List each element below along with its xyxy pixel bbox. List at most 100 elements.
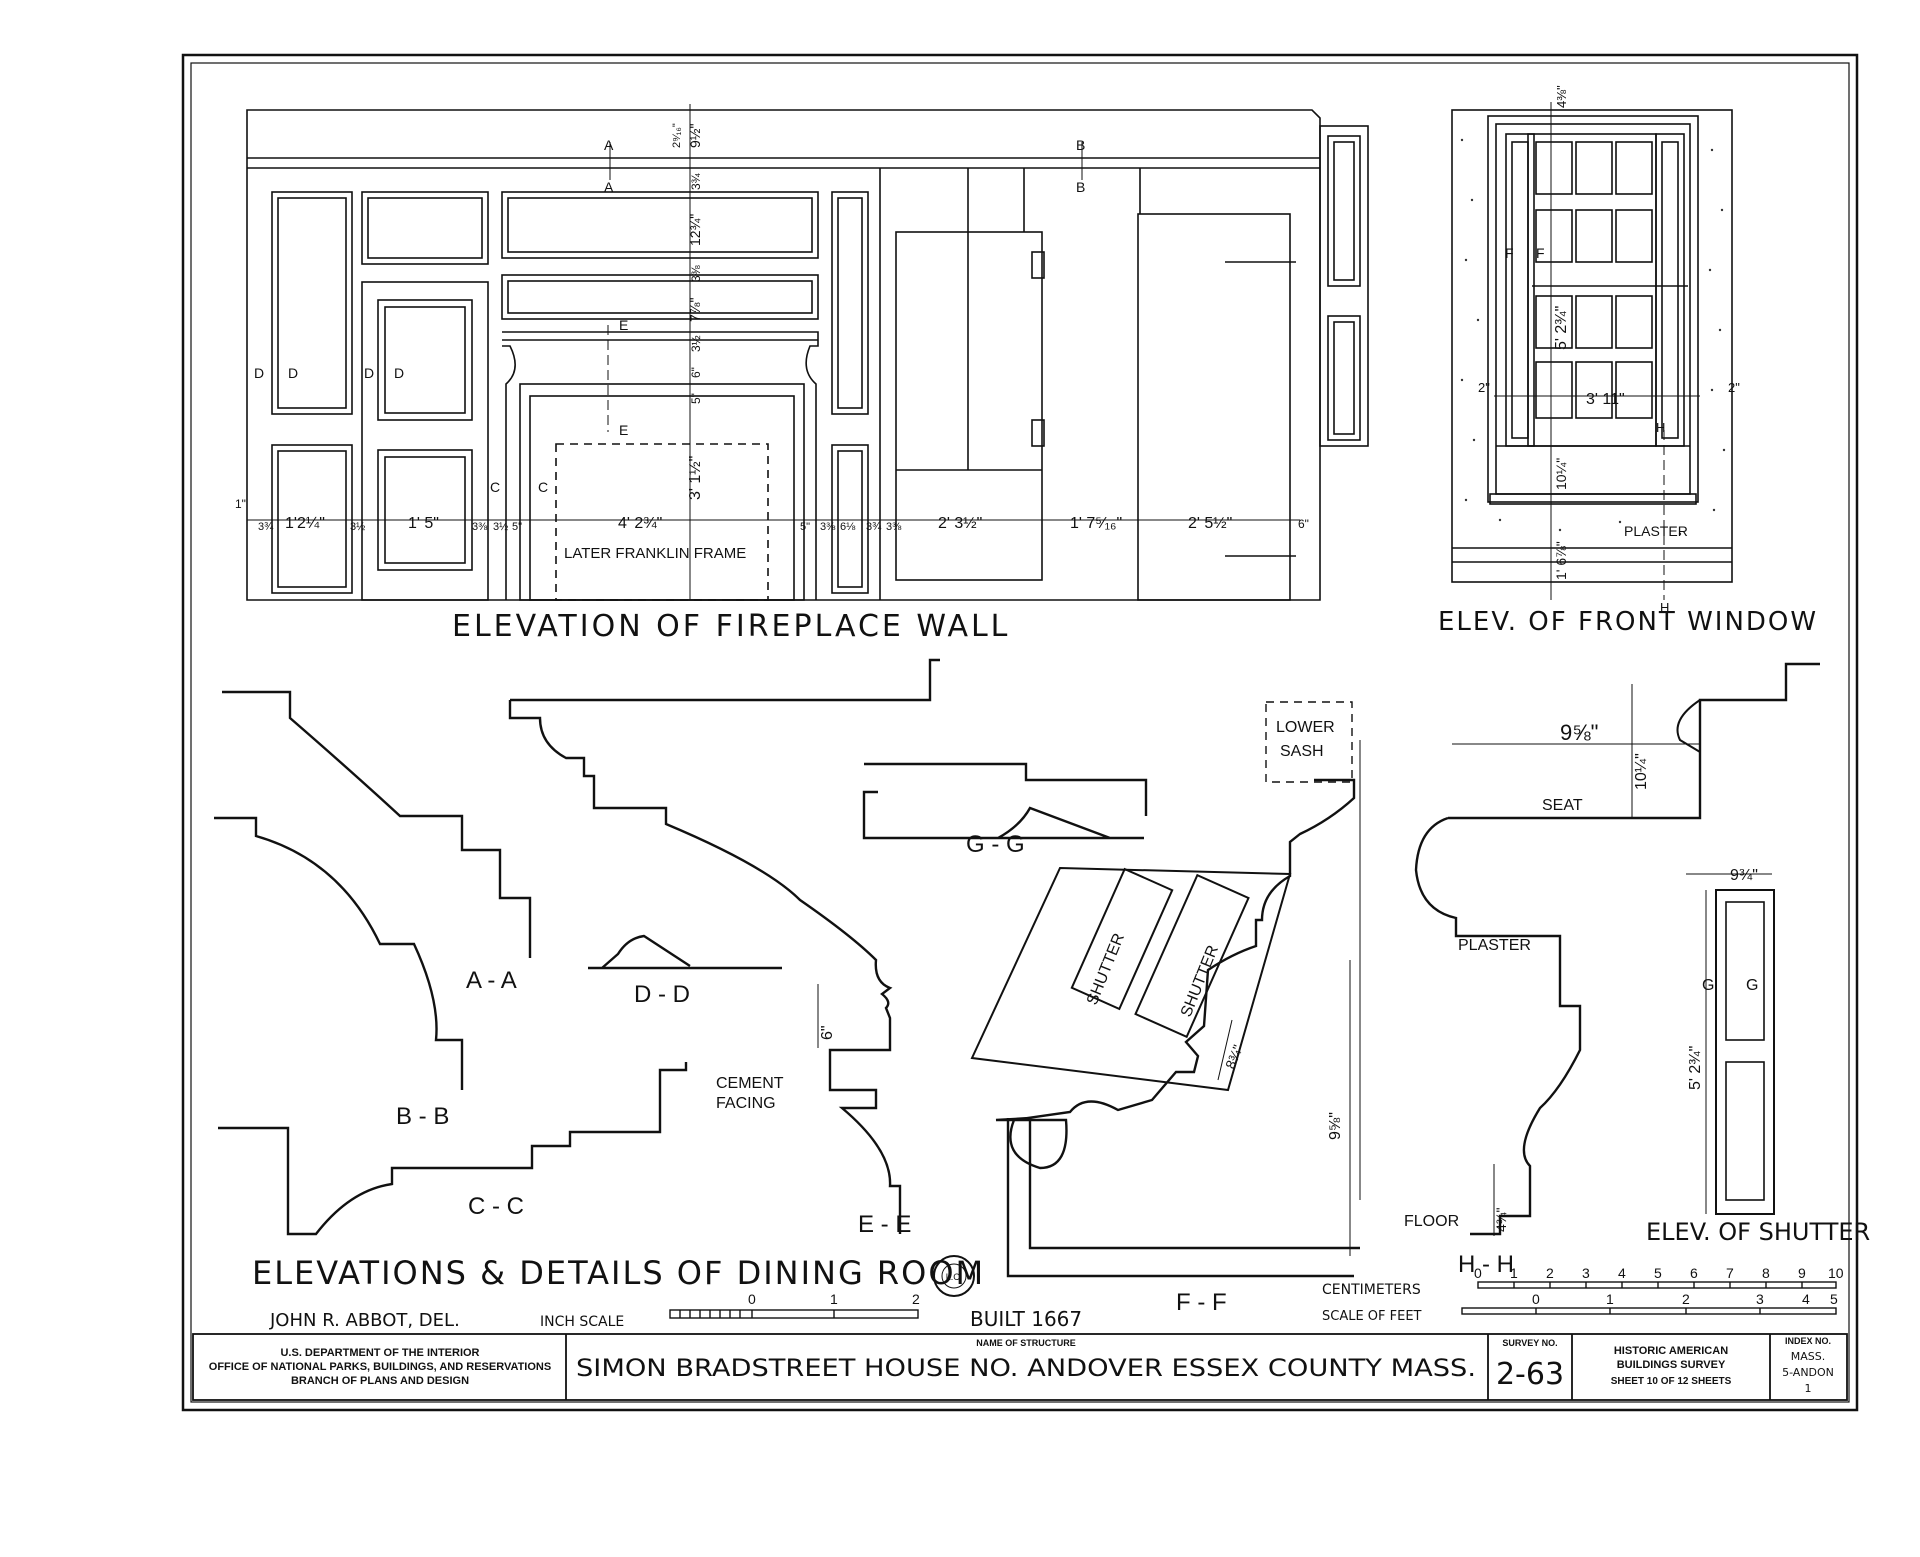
dim-shutter-width: 9¾"	[1730, 867, 1758, 884]
label-cc: C - C	[468, 1193, 524, 1220]
dim-fp-small-1: 1"	[235, 497, 246, 511]
dim-seat-height: 10¼"	[1633, 753, 1650, 790]
ft-0: 0	[1532, 1291, 1540, 1307]
label-hh: H - H	[1458, 1251, 1514, 1278]
cut-g-1: G	[1702, 977, 1714, 994]
dim-fp-small-5: 3½	[493, 521, 508, 533]
dim-floor: 4¾"	[1493, 1208, 1509, 1232]
dim-win-width: 3' 11"	[1586, 391, 1625, 408]
dim-fp-vert-9: 9½"	[687, 124, 703, 148]
dim-seat-width: 9⅝"	[1560, 720, 1598, 745]
dim-shutter-height: 5' 2¾"	[1687, 1046, 1704, 1090]
dim-fp-vert-2: 5"	[689, 393, 703, 404]
cm-3: 3	[1582, 1265, 1590, 1281]
dim-fp-small-8: 3⅜	[820, 521, 836, 533]
fireplace-cut-letters: A A B B D D D D C C E E	[254, 137, 1085, 495]
cut-d-1: D	[254, 365, 264, 381]
dim-fp-vert-1: 3' 1½"	[687, 456, 704, 500]
main-title: ELEVATIONS & DETAILS OF DINING ROOM	[252, 1254, 985, 1292]
lower-sash-line-2: SASH	[1280, 743, 1324, 760]
agency-line-3: BRANCH OF PLANS AND DESIGN	[291, 1375, 469, 1387]
title-block-agency: U.S. DEPARTMENT OF THE INTERIOR OFFICE O…	[209, 1347, 551, 1387]
cut-c-2: C	[538, 479, 548, 495]
cut-d-3: D	[364, 365, 374, 381]
label-dd: D - D	[634, 981, 690, 1008]
dim-win-right: 2"	[1728, 380, 1740, 395]
cm-0: 0	[1474, 1265, 1482, 1281]
cut-h-2: H	[1660, 600, 1669, 615]
dim-fp-vert-7: 12¾"	[687, 214, 703, 246]
label-ee: E - E	[858, 1211, 911, 1238]
dim-win-bottom: 1' 6⅞"	[1553, 541, 1569, 580]
cut-f-2: F	[1536, 245, 1545, 261]
dim-fp-4: 2' 3½"	[938, 515, 982, 532]
dim-win-left: 2"	[1478, 380, 1490, 395]
section-profiles	[214, 658, 1820, 1278]
dim-fp-small-4: 3⅜	[472, 521, 488, 533]
dim-fp-vert-8: 3¾	[689, 172, 703, 190]
index-label: INDEX NO.	[1785, 1336, 1831, 1346]
index-line-1: MASS.	[1791, 1350, 1825, 1363]
later-franklin-label: LATER FRANKLIN FRAME	[564, 545, 746, 562]
label-ff: F - F	[1176, 1289, 1227, 1316]
dim-fp-vert-3: 6"	[689, 367, 703, 378]
cm-7: 7	[1726, 1265, 1734, 1281]
agency-line-1: U.S. DEPARTMENT OF THE INTERIOR	[280, 1347, 479, 1359]
ft-2: 2	[1682, 1291, 1690, 1307]
index-block: INDEX NO. MASS. 5-ANDON 1	[1782, 1336, 1834, 1395]
shutter-title: ELEV. OF SHUTTER	[1646, 1218, 1870, 1246]
label-gg: G - G	[966, 831, 1025, 858]
floor-label: FLOOR	[1404, 1213, 1459, 1230]
ft-5: 5	[1830, 1291, 1838, 1307]
dim-fp-small-9: 6⅛	[840, 521, 856, 533]
cm-6: 6	[1690, 1265, 1698, 1281]
profile-dd	[588, 934, 782, 970]
cement-line-1: CEMENT	[716, 1075, 784, 1092]
cut-f-1: F	[1505, 245, 1514, 261]
label-aa: A - A	[466, 967, 517, 994]
outer-border	[181, 53, 1859, 1412]
cut-b-top: B	[1076, 137, 1085, 153]
cut-a-top: A	[604, 137, 614, 153]
centimeters-label: CENTIMETERS	[1322, 1282, 1421, 1298]
dim-fp-5: 1' 7⁵⁄₁₆"	[1070, 515, 1122, 532]
dim-win-sill: 10¼"	[1553, 458, 1569, 490]
window-plaster-texture	[1460, 138, 1726, 536]
dim-fp-small-3: 3½	[350, 521, 365, 533]
cm-10: 10	[1828, 1265, 1844, 1281]
metric-scale-bars	[1461, 1281, 1837, 1315]
profile-gg	[862, 762, 1148, 840]
window-dimensions: 3' 11" 2" 2" 5' 2¾" 10¼" 1' 6⅞" 4⅜" PLAS…	[1478, 85, 1740, 615]
survey-label: SURVEY NO.	[1502, 1338, 1557, 1348]
cm-9: 9	[1798, 1265, 1806, 1281]
cut-c-1: C	[490, 479, 500, 495]
index-line-3: 1	[1805, 1382, 1812, 1395]
ft-3: 3	[1756, 1291, 1764, 1307]
dim-fp-small-11: 3⅜	[886, 521, 902, 533]
agency-line-2: OFFICE OF NATIONAL PARKS, BUILDINGS, AND…	[209, 1361, 551, 1373]
structure-name: SIMON BRADSTREET HOUSE NO. ANDOVER ESSEX…	[576, 1354, 1476, 1382]
dim-fp-1: 1'2¼"	[285, 515, 325, 532]
cut-e-bottom: E	[619, 422, 628, 438]
profile-ee	[508, 658, 940, 1234]
dim-fp-vert-5: 7⅞"	[687, 298, 703, 322]
inch-tick-1: 1	[830, 1291, 838, 1307]
dim-fp-vert-6: 3⅜	[689, 264, 703, 282]
dim-fp-7: 6"	[1298, 517, 1309, 531]
built-year: BUILT 1667	[970, 1307, 1082, 1331]
habs-line-2: BUILDINGS SURVEY	[1617, 1359, 1726, 1371]
cut-e-top: E	[619, 317, 628, 333]
dim-fp-6: 2' 5½"	[1188, 515, 1232, 532]
cut-b-bottom: B	[1076, 179, 1085, 195]
ft-ticks: 0 1 2 3 4 5	[1532, 1291, 1838, 1307]
dim-fp-vert-4: 3½	[689, 335, 703, 352]
front-window-elevation	[1451, 102, 1733, 600]
cut-a-bottom: A	[604, 179, 614, 195]
delineator: JOHN R. ABBOT, DEL.	[269, 1310, 460, 1331]
window-plaster-label: PLASTER	[1624, 523, 1688, 539]
survey-number: 2-63	[1496, 1357, 1564, 1392]
fireplace-title: ELEVATION OF FIREPLACE WALL	[452, 609, 1010, 644]
inch-tick-2: 2	[912, 1291, 920, 1307]
lower-sash-line-1: LOWER	[1276, 719, 1335, 736]
section-annotations: CEMENT FACING LOWER SASH SEAT PLASTER FL…	[716, 719, 1758, 1232]
